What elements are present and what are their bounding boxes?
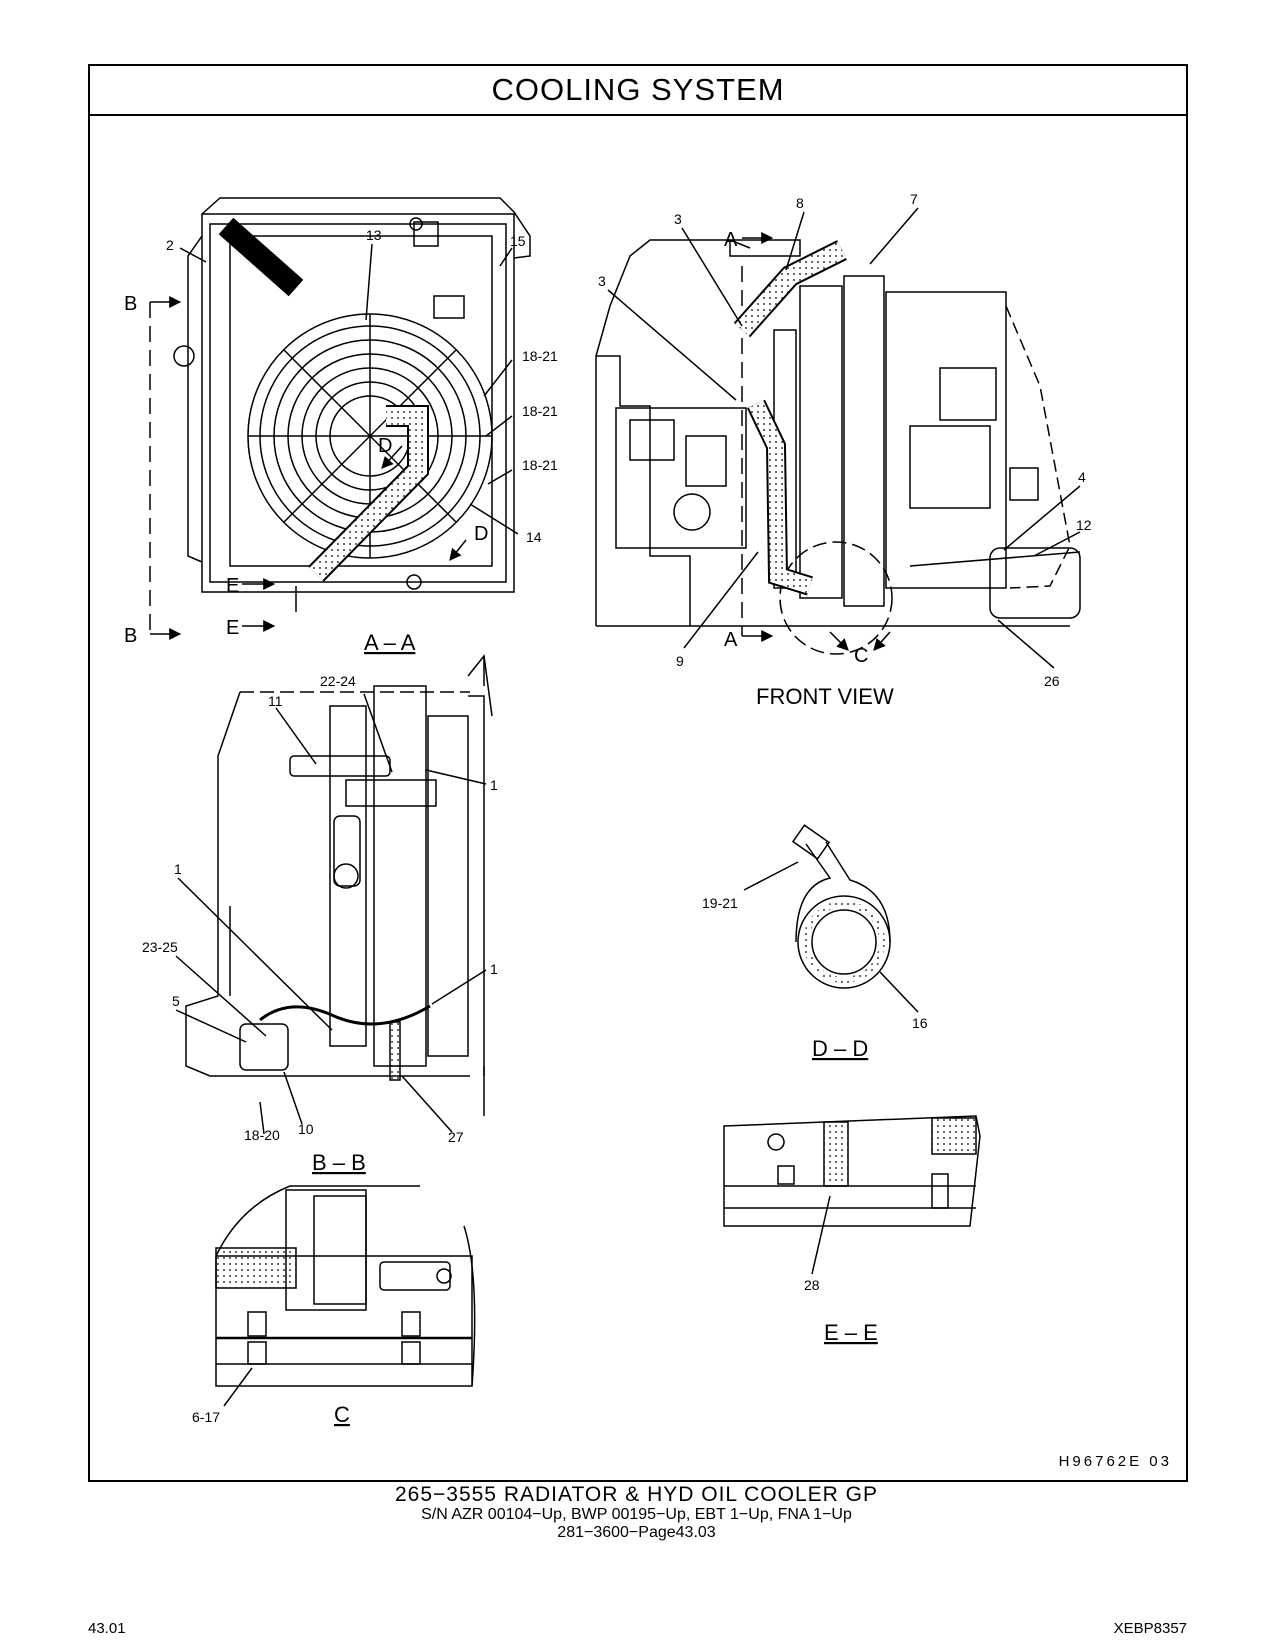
view-label-aa: A – A	[364, 630, 416, 655]
callout-label: 19-21	[702, 895, 738, 911]
section-marker: B	[124, 625, 137, 647]
callout-label: 18-20	[244, 1127, 280, 1143]
view-bb-callouts: 11 22-24 1 1 1 23-25 5 18-20 10 27	[142, 673, 498, 1145]
callout-label: 18-21	[522, 348, 558, 364]
page-title: COOLING SYSTEM	[90, 66, 1186, 116]
section-marker: E	[226, 575, 239, 597]
section-marker: D	[474, 523, 488, 545]
view-aa-drawing	[149, 197, 531, 640]
front-view-markers: A A C	[724, 229, 868, 667]
callout-label: 1	[174, 861, 182, 877]
callout-label: 16	[912, 1015, 928, 1031]
view-ee-drawing	[723, 1115, 981, 1275]
callout-label: 3	[598, 273, 606, 289]
callout-label: 2	[166, 237, 174, 253]
part-title: 265−3555 RADIATOR & HYD OIL COOLER GP	[394, 1483, 879, 1506]
section-marker: E	[226, 617, 239, 639]
section-marker: B	[124, 293, 137, 315]
callout-label: 13	[366, 227, 382, 243]
section-marker: A	[724, 629, 738, 651]
view-c-drawing	[215, 1185, 476, 1407]
section-marker: A	[724, 229, 738, 251]
callout-label: 27	[448, 1129, 464, 1145]
view-label-dd: D – D	[812, 1036, 868, 1061]
view-label-ee: E – E	[824, 1320, 878, 1345]
callout-label: 9	[676, 653, 684, 669]
callout-label: 28	[804, 1277, 820, 1293]
figure-number: H96762E 03	[1058, 1453, 1172, 1470]
callout-label: 6-17	[192, 1409, 220, 1425]
view-label-bb: B – B	[312, 1150, 366, 1175]
section-marker: C	[854, 645, 868, 667]
section-marker: D	[378, 435, 392, 457]
view-aa-markers: B B E E D D	[124, 293, 488, 647]
view-label-c: C	[334, 1402, 350, 1427]
callout-label: 15	[510, 233, 526, 249]
callout-label: 10	[298, 1121, 314, 1137]
callout-label: 5	[172, 993, 180, 1009]
view-dd-drawing	[743, 824, 919, 1013]
serial-numbers: S/N AZR 00104−Up, BWP 00195−Up, EBT 1−Up…	[421, 1506, 852, 1523]
callout-label: 7	[910, 191, 918, 207]
exploded-parts-drawing: 2 13 15 18-21 18-21 18-21 14 B B E E D D…	[124, 191, 1092, 1427]
callout-label: 11	[268, 693, 283, 709]
callout-label: 4	[1078, 469, 1086, 485]
callout-label: 1	[490, 961, 498, 977]
callout-label: 3	[674, 211, 682, 227]
callout-label: 26	[1044, 673, 1060, 689]
callout-label: 12	[1076, 517, 1092, 533]
drawing-frame: COOLING SYSTEM	[88, 64, 1188, 1482]
callout-label: 1	[490, 777, 498, 793]
footer: 265−3555 RADIATOR & HYD OIL COOLER GP S/…	[0, 1484, 1273, 1542]
front-view-drawing	[595, 207, 1081, 669]
document-number: XEBP8357	[1113, 1620, 1187, 1637]
view-label-front: FRONT VIEW	[756, 684, 894, 709]
callout-label: 18-21	[522, 403, 558, 419]
front-view-callouts: 3 3 8 7 4 12 9 26	[598, 191, 1092, 689]
page-reference: 281−3600−Page43.03	[557, 1524, 716, 1541]
callout-label: 8	[796, 195, 804, 211]
callout-label: 22-24	[320, 673, 356, 689]
callout-label: 18-21	[522, 457, 558, 473]
page-number: 43.01	[88, 1620, 126, 1637]
callout-label: 23-25	[142, 939, 178, 955]
view-aa-callouts: 2 13 15 18-21 18-21 18-21 14	[166, 227, 558, 545]
view-bb-drawing	[175, 654, 493, 1135]
view-dd-callouts: 19-21 16	[702, 895, 928, 1031]
callout-label: 14	[526, 529, 542, 545]
